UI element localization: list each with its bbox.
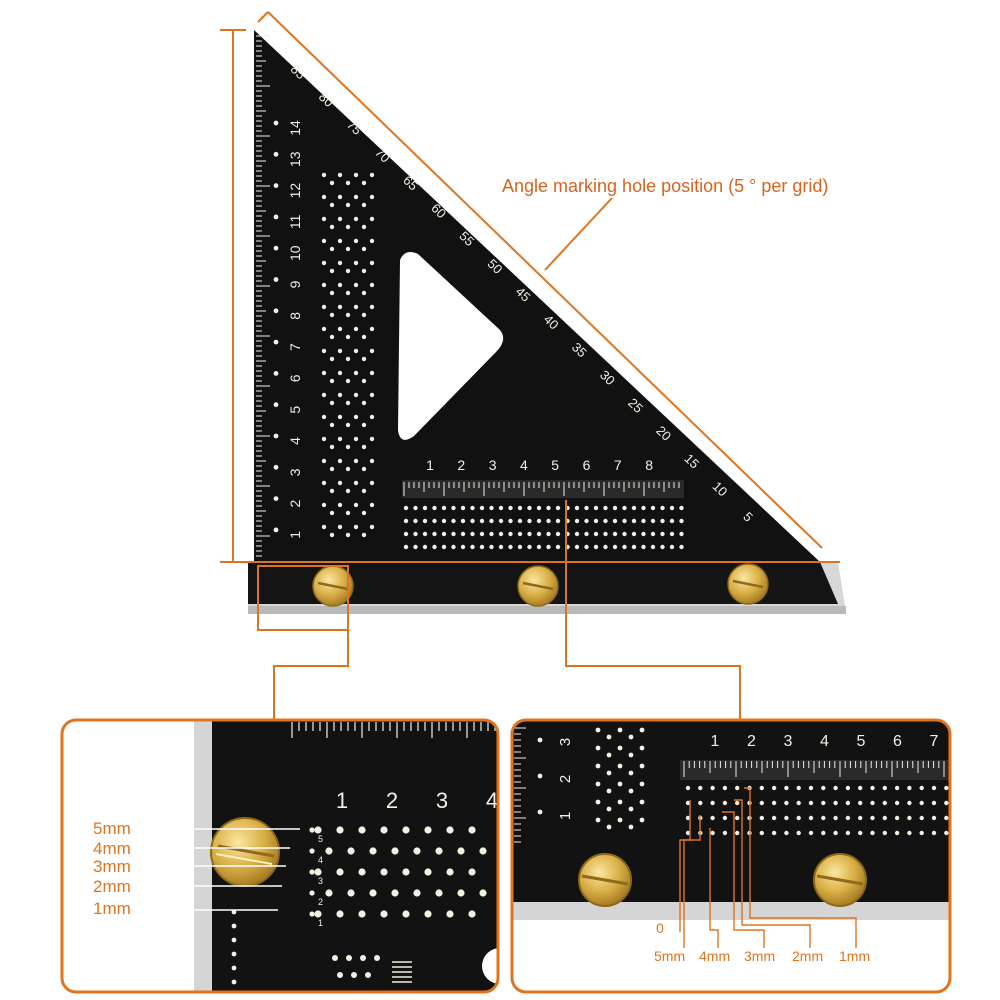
right-detail-scale-label: 2 — [747, 733, 756, 750]
vertical-scale-label: 1 — [287, 531, 303, 539]
left-size-label-5mm: 5mm — [93, 819, 131, 838]
left-detail-scale-label: 2 — [386, 788, 398, 813]
left-hole-label: 3 — [318, 876, 323, 886]
vertical-ruler-ticks — [256, 35, 270, 557]
vertical-scale-label: 2 — [287, 499, 303, 507]
right-zero-label: 0 — [656, 920, 664, 936]
horizontal-scale-label: 1 — [426, 457, 434, 473]
left-size-label-1mm: 1mm — [93, 899, 131, 918]
vertical-scale-label: 11 — [287, 214, 303, 229]
vertical-scale-label: 13 — [287, 151, 303, 167]
vertical-scale-label: 14 — [287, 120, 303, 136]
left-hole-label: 2 — [318, 897, 323, 907]
left-detail-scale-label: 1 — [336, 788, 348, 813]
annotation-lines — [220, 11, 840, 720]
horizontal-scale-label: 7 — [614, 457, 622, 473]
left-size-label-3mm: 3mm — [93, 857, 131, 876]
right-size-label-3mm: 3mm — [744, 948, 776, 964]
right-side-label: 3 — [557, 738, 574, 746]
detail-panel-left: 1 2 3 4 5 4 3 2 1 — [60, 718, 500, 994]
detail-panel-right: 1 2 3 4 5 6 7 3 2 1 — [510, 718, 952, 994]
vertical-scale-label: 9 — [287, 280, 303, 288]
right-detail-scale-label: 6 — [893, 733, 902, 750]
callout-label: Angle marking hole position (5 ° per gri… — [502, 176, 829, 196]
vertical-scale-label: 4 — [287, 437, 303, 445]
brass-screws — [312, 563, 769, 607]
vertical-scale-labels: 14 13 12 11 10 9 8 7 6 5 4 3 2 1 — [273, 120, 303, 539]
left-hole-label: 5 — [318, 834, 323, 844]
horizontal-ruler-ticks — [403, 482, 680, 496]
vertical-scale-label: 5 — [287, 406, 303, 414]
horizontal-scale-label: 5 — [551, 457, 559, 473]
left-detail-scale-label: 4 — [486, 788, 498, 813]
right-side-label: 2 — [557, 775, 574, 783]
right-size-label-1mm: 1mm — [839, 948, 871, 964]
right-side-label: 1 — [557, 812, 574, 820]
left-hole-label: 4 — [318, 855, 323, 865]
horizontal-scale-label: 3 — [489, 457, 497, 473]
right-detail-scale-label: 3 — [784, 733, 793, 750]
horizontal-scale-label: 4 — [520, 457, 528, 473]
left-size-label-2mm: 2mm — [93, 877, 131, 896]
vertical-scale-label: 8 — [287, 312, 303, 320]
right-detail-scale-label: 1 — [711, 733, 720, 750]
horizontal-scale-label: 8 — [645, 457, 653, 473]
right-detail-scale-label: 4 — [820, 733, 829, 750]
marking-holes — [321, 172, 684, 550]
left-detail-scale-label: 3 — [436, 788, 448, 813]
right-detail-scale-label: 5 — [857, 733, 866, 750]
horizontal-scale-label: 6 — [583, 457, 591, 473]
vertical-scale-label: 12 — [287, 183, 303, 199]
right-detail-scale-label: 7 — [930, 733, 939, 750]
vertical-scale-label: 7 — [287, 343, 303, 351]
right-size-label-2mm: 2mm — [792, 948, 824, 964]
right-size-label-5mm: 5mm — [654, 948, 686, 964]
left-size-label-4mm: 4mm — [93, 839, 131, 858]
vertical-scale-label: 6 — [287, 374, 303, 382]
vertical-scale-label: 10 — [287, 245, 303, 261]
right-size-label-4mm: 4mm — [699, 948, 731, 964]
horizontal-scale-label: 2 — [457, 457, 465, 473]
horizontal-scale-labels: 1 2 3 4 5 6 7 8 — [426, 457, 653, 473]
vertical-scale-label: 3 — [287, 468, 303, 476]
left-hole-label: 1 — [318, 918, 323, 928]
